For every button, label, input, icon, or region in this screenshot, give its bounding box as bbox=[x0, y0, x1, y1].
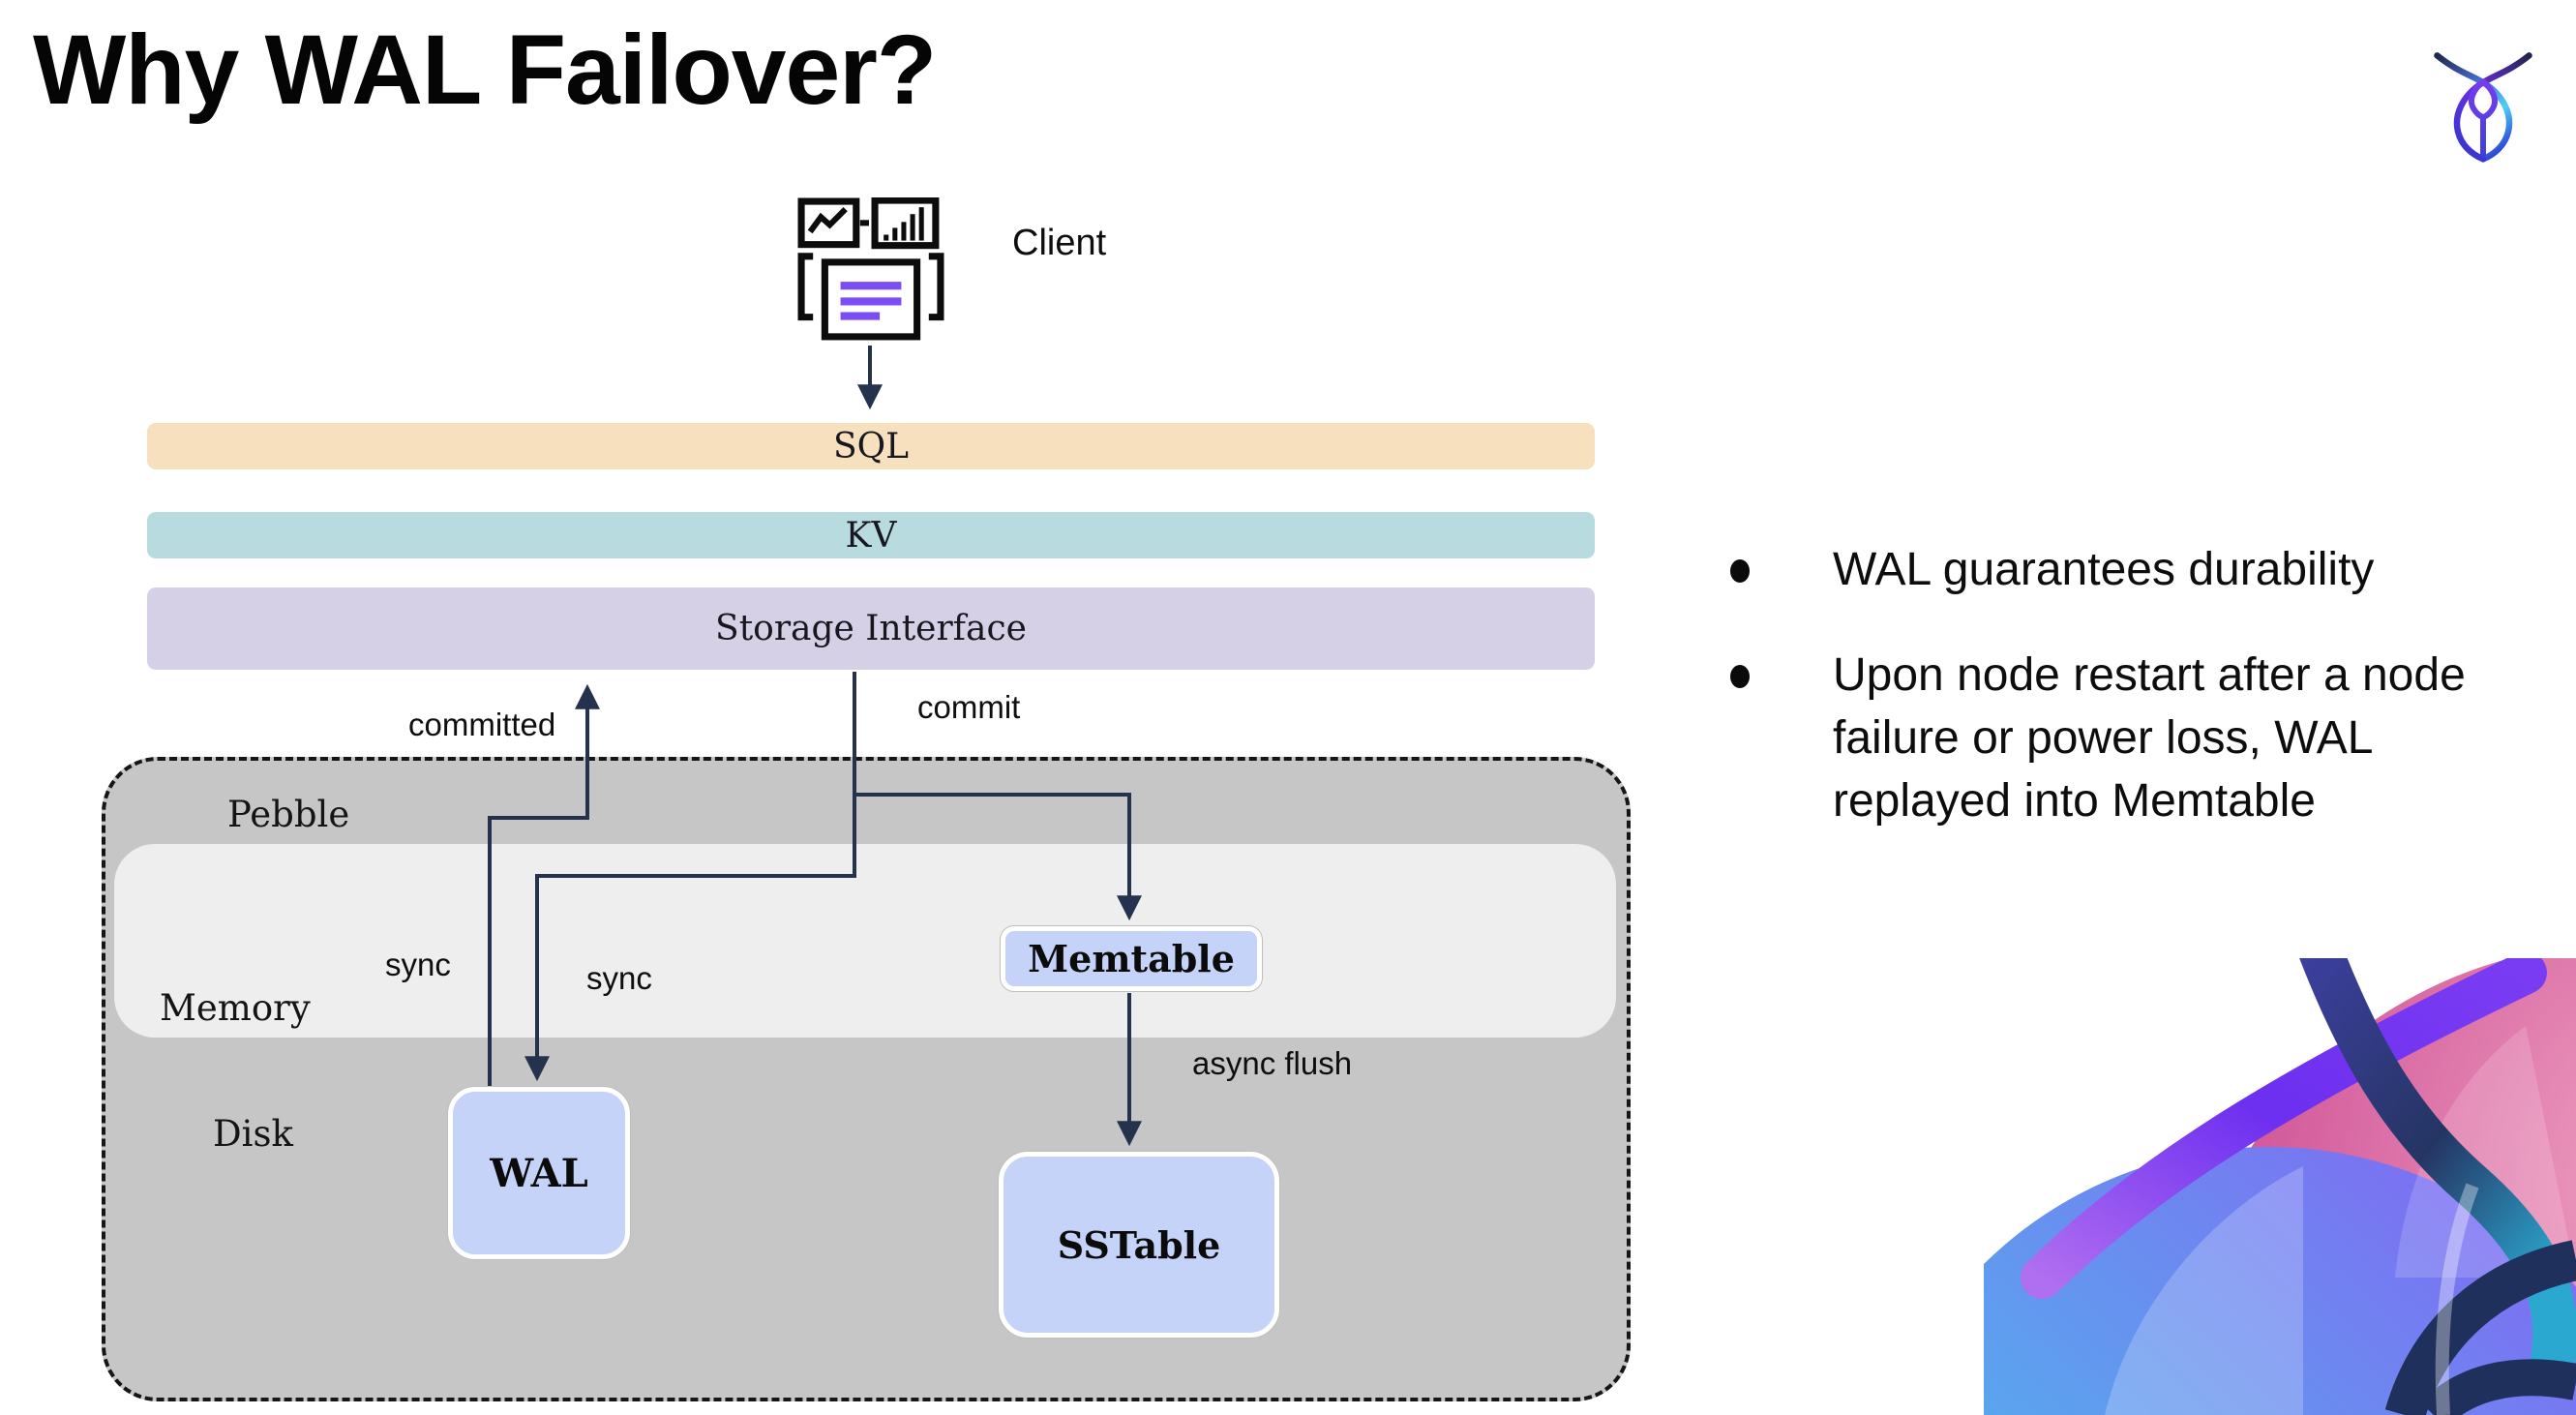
memory-label: Memory bbox=[160, 987, 311, 1029]
client-icon bbox=[797, 197, 944, 341]
layer-label-storage-interface: Storage Interface bbox=[715, 609, 1027, 648]
bullet-list: WAL guarantees durability Upon node rest… bbox=[1730, 538, 2504, 875]
disk-label: Disk bbox=[213, 1113, 293, 1155]
line-chart-icon bbox=[797, 197, 860, 249]
client-label: Client bbox=[1012, 223, 1107, 263]
pebble-label: Pebble bbox=[227, 794, 350, 835]
art-antenna-purple bbox=[2021, 958, 2547, 1299]
art-antenna-navy bbox=[2299, 958, 2576, 1382]
corner-brand-artwork bbox=[1984, 958, 2576, 1415]
art-leaf-stroke bbox=[2384, 1240, 2576, 1415]
wal-node: WAL bbox=[448, 1087, 630, 1259]
bullet-item: WAL guarantees durability bbox=[1730, 538, 2504, 601]
layer-label-kv: KV bbox=[845, 515, 897, 556]
bar-chart-icon bbox=[871, 197, 940, 250]
sync-left-edge-label: sync bbox=[385, 947, 451, 982]
memtable-node: Memtable bbox=[1001, 926, 1262, 991]
commit-edge-label: commit bbox=[917, 689, 1021, 725]
bullet-dot bbox=[1730, 559, 1750, 583]
sync-right-edge-label: sync bbox=[586, 960, 652, 996]
memtable-label: Memtable bbox=[1028, 937, 1235, 980]
sstable-label: SSTable bbox=[1057, 1222, 1221, 1267]
document-icon bbox=[797, 253, 944, 341]
bullet-text: Upon node restart after a node failure o… bbox=[1833, 649, 2466, 827]
bullet-text: WAL guarantees durability bbox=[1833, 544, 2375, 595]
layer-label-sql: SQL bbox=[832, 426, 910, 467]
async-flush-edge-label: async flush bbox=[1192, 1045, 1353, 1081]
sstable-node: SSTable bbox=[999, 1152, 1279, 1338]
wal-label: WAL bbox=[490, 1150, 588, 1196]
art-highlight-stroke bbox=[2435, 1183, 2479, 1415]
layer-bar-kv: KV bbox=[147, 512, 1595, 558]
cockroachdb-logo-icon bbox=[2434, 52, 2532, 163]
bullet-item: Upon node restart after a node failure o… bbox=[1730, 644, 2504, 832]
committed-edge-label: committed bbox=[408, 707, 556, 742]
layer-bar-storage-interface: Storage Interface bbox=[147, 587, 1595, 670]
page-title: Why WAL Failover? bbox=[33, 15, 937, 125]
bullet-dot bbox=[1730, 665, 1750, 688]
art-leaf-stroke bbox=[2420, 1359, 2576, 1415]
layer-bar-sql: SQL bbox=[147, 423, 1595, 469]
memory-zone bbox=[114, 844, 1616, 1038]
dash-connector bbox=[859, 220, 869, 226]
